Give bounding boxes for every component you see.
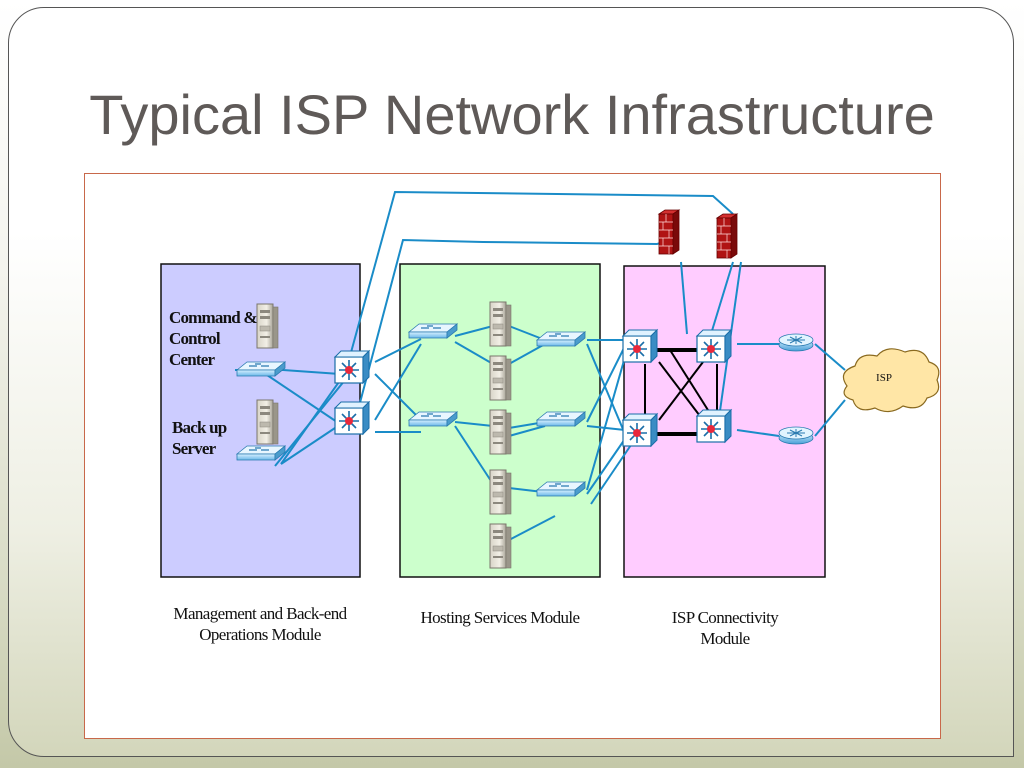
isp-cloud-label: ISP xyxy=(876,372,892,384)
module-hosting-label: Hosting Services Module xyxy=(420,608,580,627)
multilayer-switch-icon xyxy=(334,350,370,384)
switch-icon xyxy=(536,331,586,347)
core-cross xyxy=(644,349,718,421)
module-management-label: Management and Back-end Operations Modul… xyxy=(173,604,347,644)
switch-icon xyxy=(536,411,586,427)
switch-icon xyxy=(536,481,586,497)
server-icon xyxy=(489,523,512,569)
router-icon xyxy=(778,426,814,445)
server-icon xyxy=(256,303,279,349)
switch-icon xyxy=(236,445,286,461)
multilayer-switch-icon xyxy=(622,413,658,447)
backup-server-label: Back up Server xyxy=(172,418,227,458)
firewall-icon xyxy=(658,209,680,255)
multilayer-switch-icon xyxy=(334,401,370,435)
module-connectivity-label: ISP Connectivity Module xyxy=(671,608,779,648)
multilayer-switch-icon xyxy=(696,329,732,363)
multilayer-switch-icon xyxy=(622,329,658,363)
switch-icon xyxy=(408,411,458,427)
core-mesh xyxy=(657,348,699,436)
server-icon xyxy=(256,399,279,445)
multilayer-switch-icon xyxy=(696,409,732,443)
slide-title: Typical ISP Network Infrastructure xyxy=(89,83,935,146)
firewall-icon xyxy=(716,213,738,259)
server-icon xyxy=(489,409,512,455)
server-icon xyxy=(489,469,512,515)
server-icon xyxy=(489,355,512,401)
cloud-icon xyxy=(842,348,940,413)
command-center-label: Command & Control Center xyxy=(169,308,258,369)
network-diagram: ISP Command & Control Center Back up Ser… xyxy=(84,173,941,739)
server-icon xyxy=(489,301,512,347)
switch-icon xyxy=(408,323,458,339)
diagram-canvas xyxy=(160,190,940,578)
router-icon xyxy=(778,333,814,352)
